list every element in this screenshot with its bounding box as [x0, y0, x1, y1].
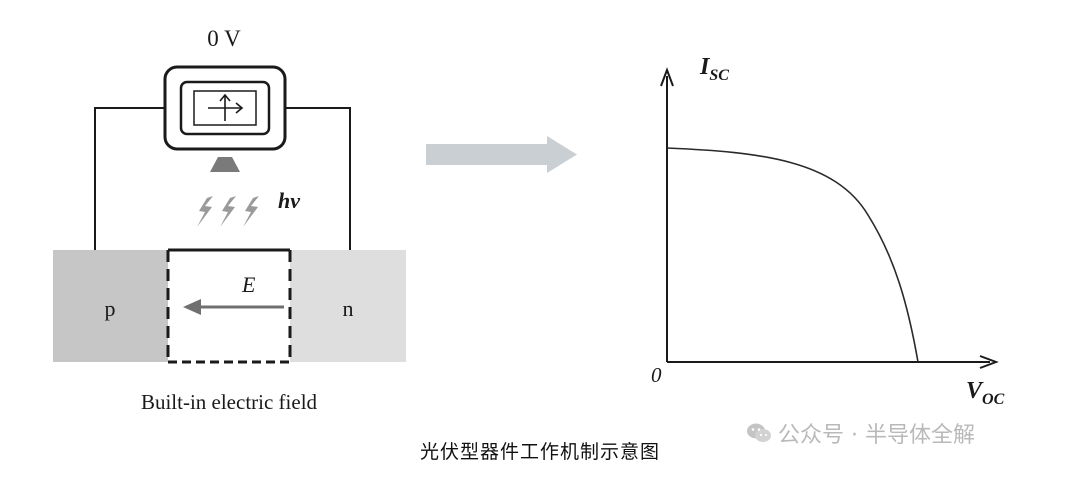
right-wire	[285, 107, 351, 250]
x-axis-label: VOC	[966, 378, 1005, 408]
left-wire	[94, 107, 165, 250]
x-axis-arrow	[979, 355, 999, 369]
origin-label: 0	[651, 363, 662, 387]
meter-needle-icon	[208, 93, 244, 121]
diagram-subtitle: Built-in electric field	[141, 390, 318, 414]
transition-arrow	[426, 136, 577, 173]
meter-reading: 0 V	[207, 26, 241, 51]
p-region	[53, 250, 168, 362]
light-rays-icon	[197, 196, 259, 227]
n-label: n	[343, 296, 354, 321]
field-label: E	[241, 272, 256, 297]
lamp-icon	[210, 157, 240, 172]
photon-label: hν	[278, 188, 300, 213]
pn-junction-schematic: 0 V hν E p n Built-in electric field	[53, 26, 406, 414]
iv-curve-plot: ISC VOC 0	[651, 54, 1005, 408]
field-arrow-head	[183, 299, 201, 315]
p-label: p	[105, 296, 116, 321]
y-axis-label: ISC	[699, 54, 729, 84]
watermark-text: 公众号 · 半导体全解	[778, 423, 975, 448]
wechat-icon	[746, 422, 772, 444]
n-region	[290, 250, 406, 362]
iv-curve	[666, 147, 919, 363]
y-axis-arrow	[660, 67, 674, 87]
watermark: 公众号 · 半导体全解	[746, 418, 975, 448]
figure-caption: 光伏型器件工作机制示意图	[419, 441, 660, 463]
